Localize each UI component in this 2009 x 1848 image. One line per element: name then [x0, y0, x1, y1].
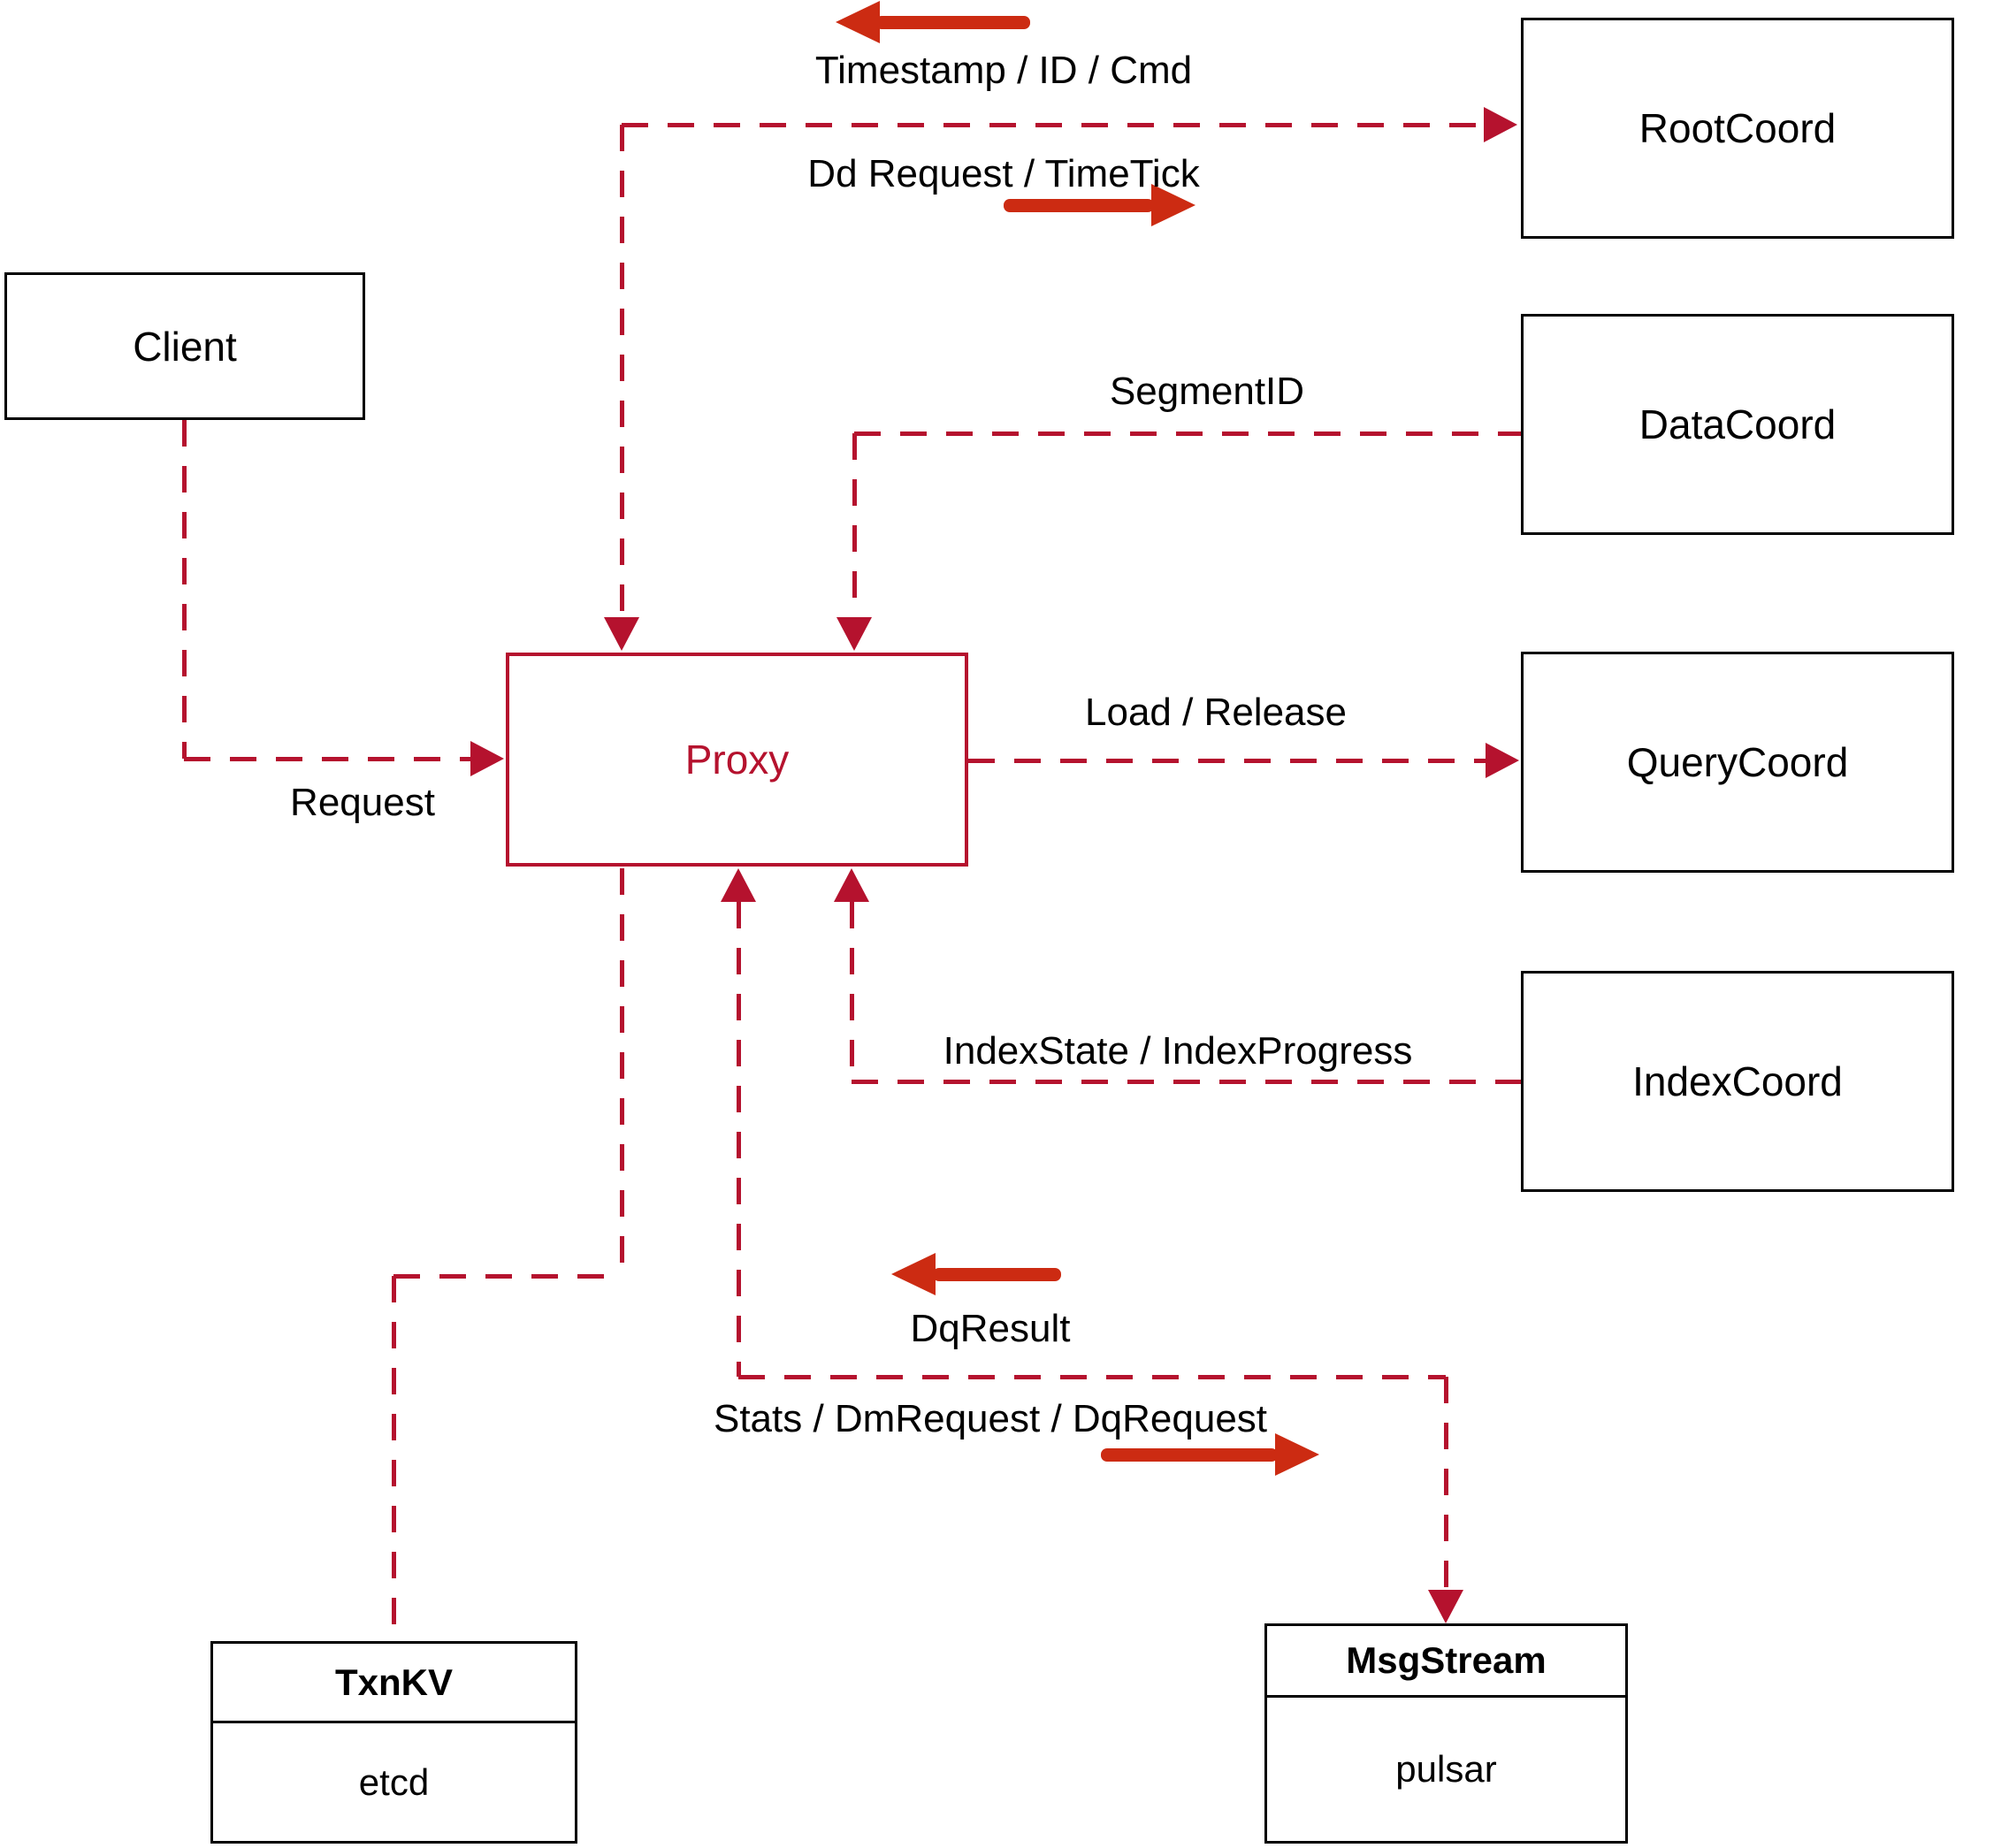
direction-arrow-dqresult-left-icon	[891, 1253, 936, 1295]
arrowhead-into-rootcoord-icon	[1484, 107, 1517, 142]
direction-arrow-timestamp-left-icon	[836, 1, 880, 43]
edge-label-dd-request-timetick: Dd Request / TimeTick	[807, 152, 1200, 195]
connector-proxy-msgstream-vertical-2	[1444, 1377, 1448, 1590]
direction-arrow-ddrequest-bar	[1004, 199, 1154, 212]
node-txnkv-title: TxnKV	[213, 1644, 575, 1723]
connector-proxy-msgstream-horizontal	[738, 1375, 1446, 1379]
node-client-label: Client	[133, 323, 237, 370]
node-msgstream-title: MsgStream	[1267, 1626, 1625, 1698]
node-client: Client	[4, 272, 365, 420]
direction-arrow-stats-right-icon	[1275, 1433, 1319, 1476]
edge-label-stats-dm-dq: Stats / DmRequest / DqRequest	[713, 1397, 1268, 1440]
direction-arrow-stats-bar	[1101, 1448, 1278, 1462]
node-datacoord-label: DataCoord	[1639, 401, 1837, 447]
node-proxy-label: Proxy	[684, 737, 790, 783]
direction-arrow-timestamp-bar	[875, 16, 1030, 29]
arrowhead-into-msgstream-icon	[1428, 1590, 1463, 1623]
connector-indexcoord-proxy-horizontal	[852, 1080, 1521, 1084]
node-datacoord: DataCoord	[1521, 314, 1954, 535]
node-txnkv: TxnKV etcd	[210, 1641, 577, 1844]
node-querycoord: QueryCoord	[1521, 652, 1954, 873]
node-indexcoord: IndexCoord	[1521, 971, 1954, 1192]
connector-client-proxy-horizontal	[184, 757, 470, 761]
node-msgstream-subtitle: pulsar	[1395, 1748, 1497, 1790]
connector-proxy-msgstream-vertical-1	[737, 902, 741, 1377]
edge-label-timestamp-id-cmd: Timestamp / ID / Cmd	[814, 49, 1193, 92]
node-rootcoord: RootCoord	[1521, 18, 1954, 239]
node-proxy: Proxy	[506, 653, 968, 867]
node-indexcoord-label: IndexCoord	[1632, 1058, 1843, 1104]
connector-datacoord-proxy-vertical	[852, 433, 857, 617]
edge-label-index-state-progress: IndexState / IndexProgress	[943, 1029, 1413, 1073]
connector-proxy-rootcoord-vertical	[620, 125, 624, 621]
connector-proxy-rootcoord-horizontal	[622, 123, 1486, 127]
connector-indexcoord-proxy-vertical	[850, 902, 854, 1080]
connector-datacoord-proxy-horizontal	[854, 431, 1521, 436]
node-querycoord-label: QueryCoord	[1626, 739, 1849, 785]
arrowhead-into-proxy-left-icon	[470, 741, 504, 776]
node-rootcoord-label: RootCoord	[1639, 105, 1837, 151]
connector-proxy-txnkv-horizontal	[393, 1274, 622, 1279]
connector-client-proxy-vertical	[182, 420, 187, 759]
edge-label-dq-result: DqResult	[910, 1307, 1071, 1350]
edge-label-request: Request	[290, 781, 435, 824]
arrowhead-into-proxy-bottom-right-icon	[834, 868, 869, 902]
connector-proxy-txnkv-vertical-1	[620, 868, 624, 1276]
direction-arrow-ddrequest-right-icon	[1151, 184, 1195, 226]
edge-label-segment-id: SegmentID	[1109, 370, 1305, 413]
edge-label-load-release: Load / Release	[1085, 691, 1347, 734]
arrowhead-into-proxy-top-left-icon	[604, 617, 639, 651]
connector-proxy-txnkv-vertical-2	[392, 1276, 396, 1641]
arrowhead-into-proxy-bottom-left-icon	[721, 868, 756, 902]
node-msgstream: MsgStream pulsar	[1264, 1623, 1628, 1844]
arrowhead-into-querycoord-icon	[1486, 743, 1519, 778]
direction-arrow-dqresult-bar	[933, 1268, 1061, 1281]
node-txnkv-subtitle: etcd	[358, 1760, 430, 1803]
arrowhead-into-proxy-top-right-icon	[836, 617, 872, 651]
connector-proxy-querycoord-horizontal	[968, 759, 1486, 763]
